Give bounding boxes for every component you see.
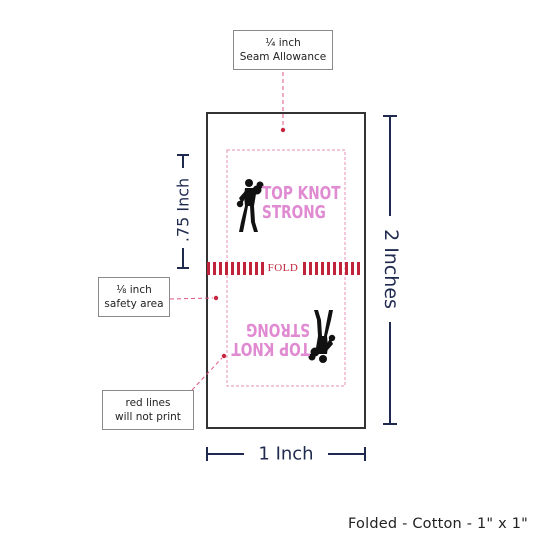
fold-stripe-bar [345, 262, 348, 275]
logo-bottom-line2: STRONG [246, 319, 310, 339]
fold-stripe-bar [327, 262, 330, 275]
fold-stripe-bar [321, 262, 324, 275]
fold-stripe-bar [231, 262, 234, 275]
fold-stripe-bar [315, 262, 318, 275]
width-label: 1 Inch [258, 443, 314, 465]
fold-stripe-bar [243, 262, 246, 275]
boxer-figure-icon-inverted [308, 310, 336, 363]
fold-stripe-bar [225, 262, 228, 275]
fold-stripe-bar [255, 262, 258, 275]
seam-callout-line2: Seam Allowance [239, 51, 327, 63]
fold-stripe-bar [219, 262, 222, 275]
safety-callout-line1: ⅛ inch [116, 284, 152, 296]
fold-stripe-bar [249, 262, 252, 275]
logo-bottom-text: TOP KNOT STRONG [231, 319, 310, 358]
logo-top-text: TOP KNOT STRONG [262, 185, 341, 223]
height-half-label: .75 Inch [173, 177, 193, 243]
fold-stripe-bar [339, 262, 342, 275]
fold-label: FOLD [264, 260, 302, 276]
redlines-leader [191, 357, 223, 391]
safety-callout-line2: safety area [104, 298, 164, 310]
safety-leader [169, 297, 214, 300]
logo-top: TOP KNOT STRONG [236, 178, 341, 244]
fold-stripe-bar [261, 262, 264, 275]
fold-stripe-bar [357, 262, 360, 275]
fold-stripe-bar [237, 262, 240, 275]
seam-callout-line1: ¼ inch [265, 37, 301, 49]
fold-stripe-bar [213, 262, 216, 275]
fold-stripe-bar [207, 262, 210, 275]
logo-bottom-line1: TOP KNOT [231, 338, 310, 358]
redlines-callout-line1: red lines [125, 397, 171, 409]
safety-area-callout: ⅛ inch safety area [98, 277, 170, 317]
fold-stripe-bar [303, 262, 306, 275]
fold-stripe-bar [333, 262, 336, 275]
redlines-callout-line2: will not print [115, 411, 181, 423]
logo-top-line2: STRONG [262, 203, 326, 223]
dimension-1-inch [206, 447, 366, 461]
seam-allowance-callout: ¼ inch Seam Allowance [233, 30, 333, 70]
dimension-075-inch [177, 154, 189, 269]
fold-stripe-bar [309, 262, 312, 275]
height-full-label: 2 Inches [380, 229, 402, 309]
logo-top-line1: TOP KNOT [262, 184, 341, 204]
safety-leader-dot [213, 295, 219, 301]
redlines-leader-dot [221, 353, 227, 359]
logo-bottom-inverted: TOP KNOT STRONG [231, 298, 336, 364]
boxer-figure-icon [236, 179, 264, 232]
dimension-2-inches [383, 115, 397, 425]
seam-leader-dot [280, 127, 286, 133]
red-lines-callout: red lines will not print [102, 390, 194, 430]
product-caption: Folded - Cotton - 1" x 1" [348, 516, 528, 532]
fold-stripe-bar [351, 262, 354, 275]
fold-stripe [207, 262, 360, 275]
